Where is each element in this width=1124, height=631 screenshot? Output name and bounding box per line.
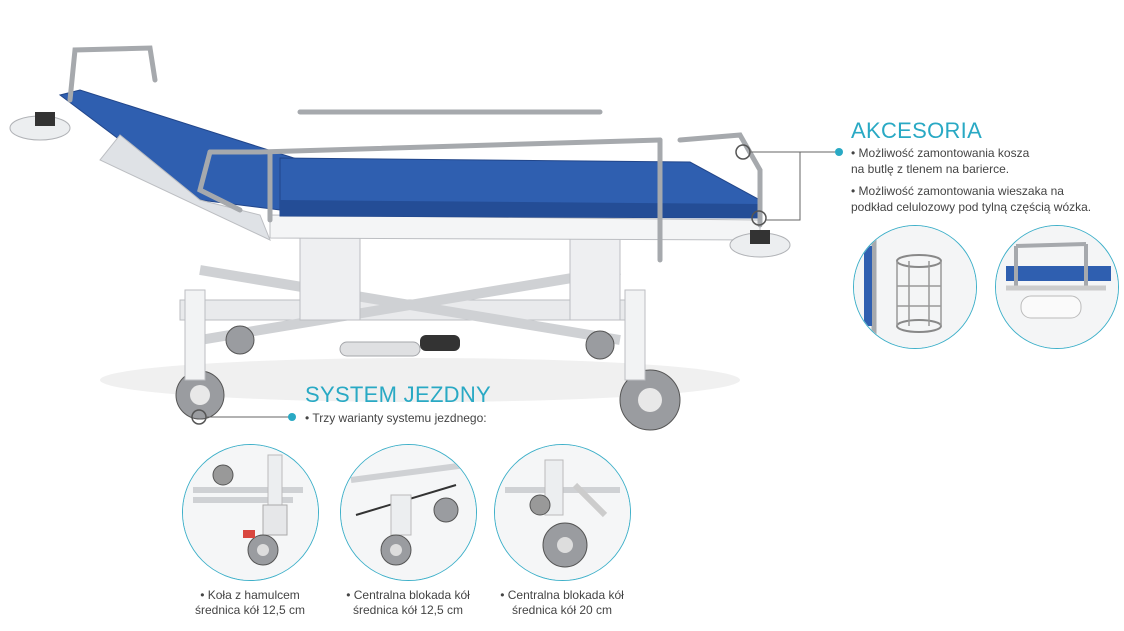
variant-caption-2-line1: • Centralna blokada kół <box>346 588 470 602</box>
variant-caption-2-line2: średnica kół 12,5 cm <box>352 603 464 617</box>
variant-caption-3-line2: średnica kół 20 cm <box>511 603 613 617</box>
drive-system-title: SYSTEM JEZDNY <box>305 382 492 407</box>
accessories-item-1b: na butlę z tlenem na barierce. <box>851 162 1010 176</box>
accessories-connector <box>735 144 835 226</box>
drive-system-intro: • Trzy warianty systemu jezdnego: <box>305 411 487 425</box>
variant-caption-2: • Centralna blokada kół średnica kół 12,… <box>328 588 488 618</box>
oxygen-basket-photo <box>853 225 977 349</box>
accessories-item-2b: podkład celulozowy pod tylną częścią wóz… <box>851 200 1092 214</box>
accessories-item-1a: • Możliwość zamontowania kosza <box>851 146 1030 160</box>
variant-caption-1-line1: • Koła z hamulcem <box>200 588 300 602</box>
stretcher-illustration <box>9 45 791 431</box>
variant-photo-central-lock-12 <box>340 444 477 581</box>
accessories-title: AKCESORIA <box>851 118 983 143</box>
variant-caption-1: • Koła z hamulcem średnica kół 12,5 cm <box>170 588 330 618</box>
variant-caption-3-line1: • Centralna blokada kół <box>500 588 624 602</box>
accessories-item-2a: • Możliwość zamontowania wieszaka na <box>851 184 1064 198</box>
cellulose-holder-photo <box>995 225 1119 349</box>
drive-system-connector <box>191 409 293 425</box>
variant-photo-brake-wheels <box>182 444 319 581</box>
accessories-dot <box>835 148 843 156</box>
drive-system-dot <box>288 413 296 421</box>
variant-photo-central-lock-20 <box>494 444 631 581</box>
variant-caption-3: • Centralna blokada kół średnica kół 20 … <box>482 588 642 618</box>
variant-caption-1-line2: średnica kół 12,5 cm <box>194 603 306 617</box>
